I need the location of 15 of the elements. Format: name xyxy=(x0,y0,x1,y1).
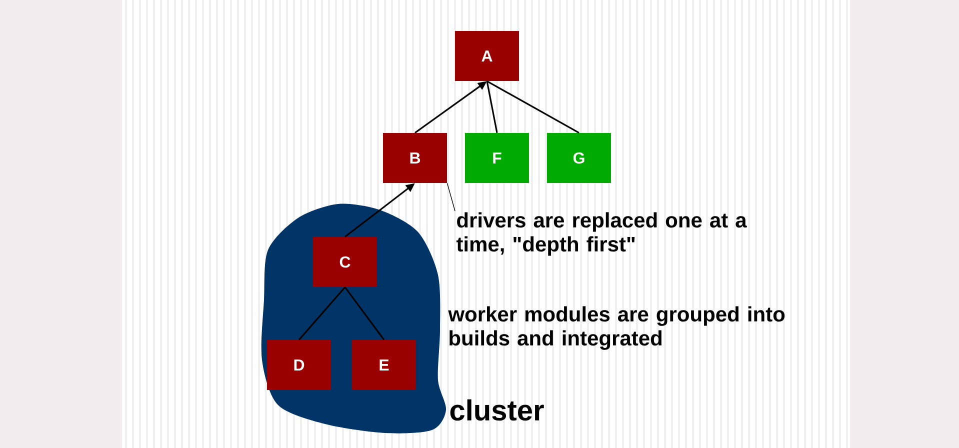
note-text: drivers are replaced one at a time, "depth first" xyxy=(456,212,747,256)
module-box: F xyxy=(465,133,529,183)
module-box: E xyxy=(352,340,416,390)
connector-line xyxy=(298,286,346,340)
connector-line xyxy=(486,81,498,133)
module-box: G xyxy=(547,133,611,183)
module-box: B xyxy=(383,133,447,183)
module-box: A xyxy=(455,31,519,81)
cluster-label: cluster xyxy=(450,399,544,421)
connector-line xyxy=(344,286,385,340)
module-box: C xyxy=(313,237,377,287)
connector-line xyxy=(486,80,580,134)
module-box: D xyxy=(267,340,331,390)
leader-line xyxy=(446,182,456,212)
note-text: worker modules are grouped into builds and integrated xyxy=(448,306,785,350)
